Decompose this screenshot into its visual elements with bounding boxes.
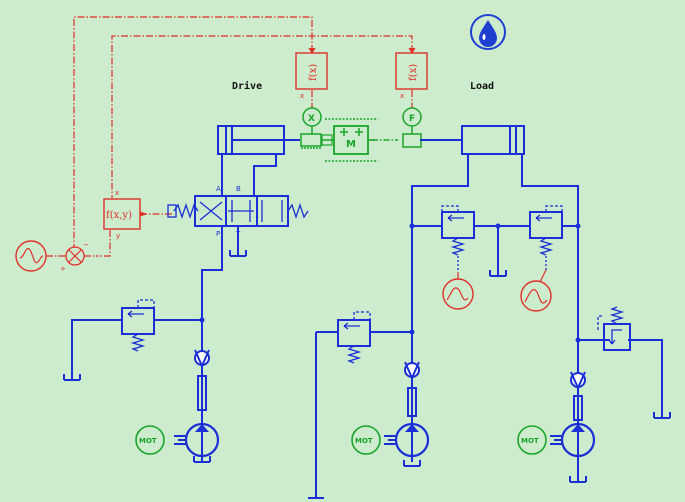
function-x-block-load[interactable]: f(x) x [395,47,428,100]
motor-load-left[interactable]: MOT [351,425,381,455]
motor-load-right[interactable]: MOT [517,425,547,455]
motor-label-load-left: MOT [355,437,373,445]
pump-load-left[interactable] [384,422,430,467]
force-sensor-icon[interactable]: F [402,107,422,148]
motor-label-load-right: MOT [521,437,539,445]
function-x-label-drive: f(x) [308,64,319,81]
valve-port-b-label: B [236,185,241,193]
signal-source-load-left-icon[interactable] [442,272,474,310]
pump-load-right[interactable] [550,422,596,483]
mass-label: M [346,139,356,150]
function-x-label-load: f(x) [408,64,419,81]
drive-cylinder[interactable] [217,125,300,180]
pump-drive[interactable] [174,422,220,463]
relief-valve-load-line-right[interactable] [597,306,631,351]
sensor-f-label: F [409,114,415,124]
relief-valve-drive[interactable] [121,299,155,352]
load-label: Load [470,81,494,92]
relief-valve-load-left[interactable] [441,205,475,270]
motor-label-drive: MOT [139,437,157,445]
mechanical-linkage: X M F [284,107,462,162]
relief-valve-load-right[interactable] [529,205,563,270]
check-valve-load-right[interactable] [570,371,586,421]
water-drop-icon[interactable] [470,14,506,50]
drive-hydraulic-lines [63,180,255,462]
directional-valve[interactable]: A B P T [167,185,309,238]
port-y-label: y [116,232,120,240]
signal-generator-icon[interactable] [15,240,47,272]
valve-port-a-label: A [216,185,221,193]
load-hydraulic-lines [308,154,671,499]
mass-block-icon[interactable]: M [321,118,378,162]
check-valve-load-left[interactable] [404,361,420,417]
motor-drive[interactable]: MOT [135,425,165,455]
summing-junction-icon[interactable]: − + [60,241,89,273]
valve-port-p-label: P [216,230,220,238]
function-xy-label: f(x,y) [106,210,132,221]
port-x-label-load: x [400,92,404,100]
sensor-x-label: X [308,114,315,124]
relief-valve-load-line-left[interactable] [337,311,371,364]
port-x-label: x [115,189,119,197]
sum-plus-label: + [60,265,66,273]
signal-source-load-right-icon[interactable] [520,269,552,312]
port-x-label-drive: x [300,92,304,100]
junction-dots [199,223,581,343]
position-sensor-icon[interactable]: X [300,107,322,149]
drive-label: Drive [232,80,262,92]
check-valve-drive[interactable] [194,349,210,411]
sum-minus-label: − [83,241,89,249]
function-xy-block[interactable]: f(x,y) x y [103,189,148,240]
load-cylinder[interactable] [420,125,525,155]
function-x-block-drive[interactable]: f(x) x [295,47,328,100]
signal-lines [46,16,413,257]
